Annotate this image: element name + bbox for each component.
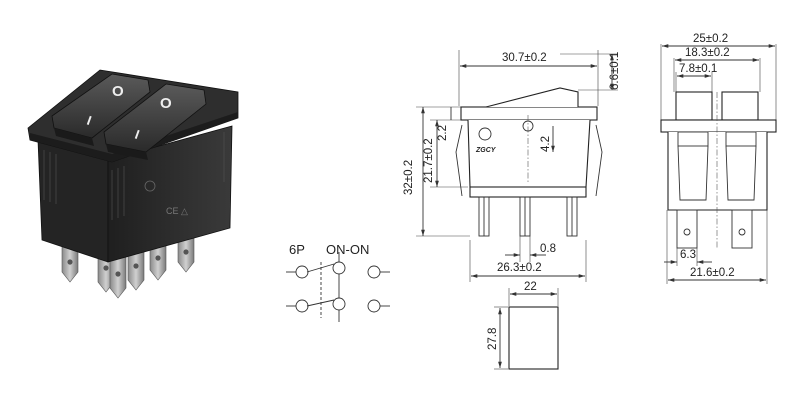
dim-cutout-height: 27.8 xyxy=(487,328,499,350)
dim-terminal-width: 6.3 xyxy=(680,249,696,261)
dim-terminal-thickness: 0.8 xyxy=(540,243,556,255)
front-view: ZGCY 30.7±0.2 6.6±0.1 32±0.2 21.7±0.2 2.… xyxy=(403,50,621,282)
dim-width: 30.7±0.2 xyxy=(502,52,547,64)
dim-cutout-width: 22 xyxy=(524,281,537,293)
housing-side xyxy=(107,125,233,263)
svg-text:CE △: CE △ xyxy=(166,206,188,216)
dim-side-width: 25±0.2 xyxy=(693,33,728,45)
rocker-2-off-symbol: O xyxy=(160,95,172,112)
side-view: 25±0.2 18.3±0.2 7.8±0.1 6.3 21.6±0.2 xyxy=(660,33,777,284)
poles-label: 6P xyxy=(289,242,305,257)
panel-cutout: 22 27.8 xyxy=(487,281,559,370)
dim-rocker-gap: 7.8±0.1 xyxy=(679,63,717,75)
logo-text: ZGCY xyxy=(475,147,497,154)
dim-rocker-height: 6.6±0.1 xyxy=(609,52,621,90)
rocker-1-off-symbol: O xyxy=(112,83,124,100)
dim-body-height: 21.7±0.2 xyxy=(423,138,435,183)
mode-label: ON-ON xyxy=(326,242,369,257)
dim-hole-offset: 4.2 xyxy=(540,136,552,152)
dim-rocker-width: 18.3±0.2 xyxy=(685,47,730,59)
dim-base-width: 21.6±0.2 xyxy=(690,267,735,279)
rocker-2-on-symbol: I xyxy=(133,127,142,142)
circuit-schematic: 6P ON-ON xyxy=(286,242,390,322)
rocker-2: O I xyxy=(103,83,207,160)
dim-terminal-span: 26.3±0.2 xyxy=(497,262,542,274)
dim-step: 2.2 xyxy=(437,125,449,141)
rocker-1: O I xyxy=(51,73,151,146)
housing-ribs xyxy=(43,132,225,220)
rocker-1-on-symbol: I xyxy=(85,113,94,128)
dim-overall-height: 32±0.2 xyxy=(403,160,415,195)
switch-photo: CE △ O I O I xyxy=(27,69,239,299)
